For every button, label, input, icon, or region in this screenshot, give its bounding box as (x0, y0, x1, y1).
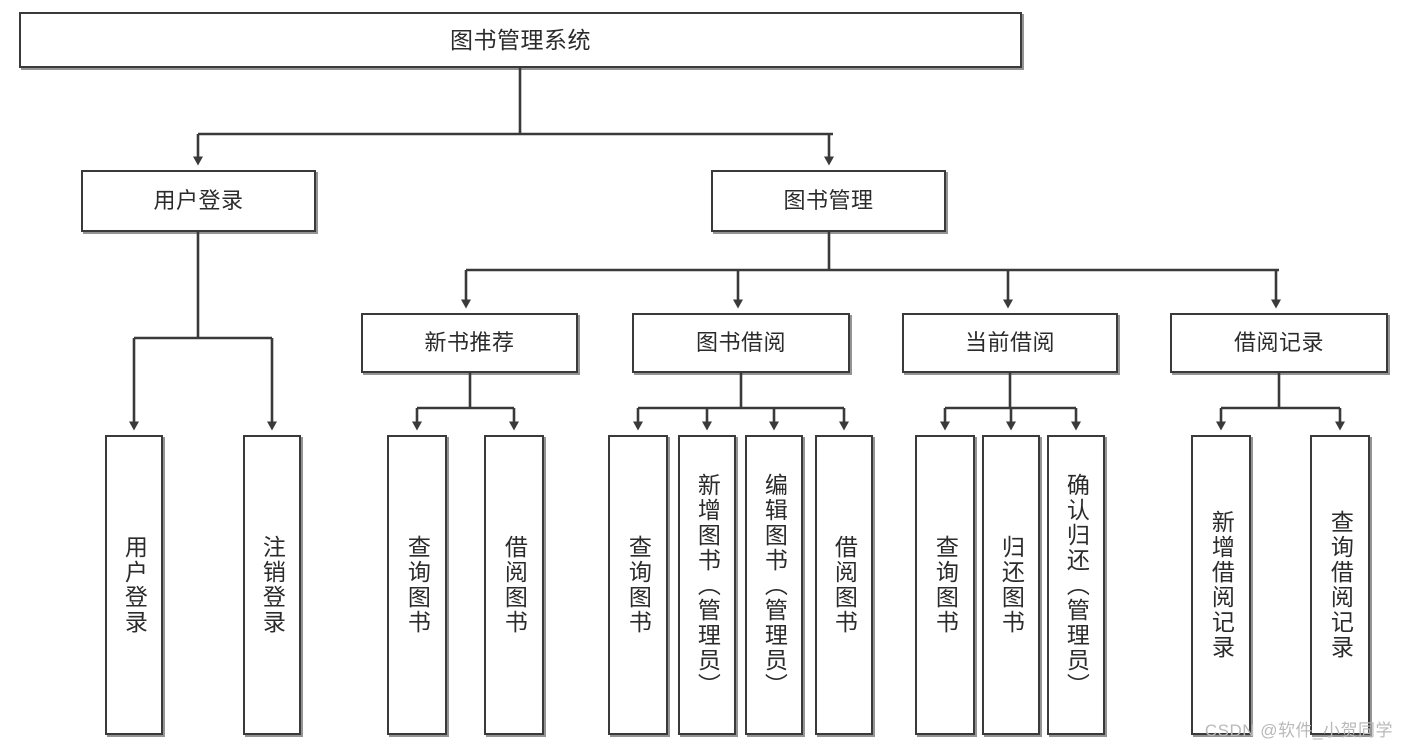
node-level3-new-book-recommend-label: 新书推荐 (424, 330, 515, 356)
node-level2-book-management[interactable]: 图书管理 (711, 170, 946, 232)
leaf-node-add-borrow-record-label: 新增借阅记录 (1208, 510, 1235, 660)
watermark: CSDN @软件_小贺同学 (1204, 721, 1393, 740)
leaf-node-user-login-label: 用户登录 (121, 535, 148, 635)
leaf-node-add-borrow-record[interactable]: 新增借阅记录 (1191, 435, 1251, 735)
node-level3-current-borrow[interactable]: 当前借阅 (902, 313, 1118, 373)
leaf-node-return-book-label: 归还图书 (998, 535, 1025, 635)
leaf-node-add-book-admin-label: 新增图书（管理员） (694, 472, 721, 698)
node-root[interactable]: 图书管理系统 (19, 12, 1022, 68)
leaf-node-add-book-admin[interactable]: 新增图书（管理员） (678, 435, 736, 735)
leaf-node-query-borrow-record-label: 查询借阅记录 (1327, 510, 1354, 660)
leaf-node-logout[interactable]: 注销登录 (243, 435, 301, 735)
node-level3-book-borrow-label: 图书借阅 (695, 330, 786, 356)
leaf-node-borrow-book[interactable]: 借阅图书 (815, 435, 873, 735)
leaf-node-edit-book-admin[interactable]: 编辑图书（管理员） (745, 435, 803, 735)
leaf-node-query-book-recommend[interactable]: 查询图书 (387, 435, 447, 735)
node-level3-borrow-record[interactable]: 借阅记录 (1170, 313, 1388, 373)
leaf-node-return-book[interactable]: 归还图书 (982, 435, 1040, 735)
leaf-node-query-borrow-record[interactable]: 查询借阅记录 (1310, 435, 1370, 735)
node-level2-book-management-label: 图书管理 (783, 188, 874, 214)
leaf-node-logout-label: 注销登录 (259, 535, 286, 635)
leaf-node-query-book-current[interactable]: 查询图书 (915, 435, 975, 735)
node-root-label: 图书管理系统 (450, 26, 591, 53)
leaf-node-query-book-current-label: 查询图书 (932, 535, 959, 635)
leaf-node-edit-book-admin-label: 编辑图书（管理员） (761, 472, 788, 698)
leaf-node-borrow-book-recommend[interactable]: 借阅图书 (484, 435, 544, 735)
leaf-node-borrow-book-recommend-label: 借阅图书 (501, 535, 528, 635)
leaf-node-query-book-recommend-label: 查询图书 (404, 535, 431, 635)
leaf-node-confirm-return-admin-label: 确认归还（管理员） (1063, 472, 1090, 698)
node-level3-new-book-recommend[interactable]: 新书推荐 (361, 313, 578, 373)
node-level2-user-login-label: 用户登录 (153, 188, 244, 214)
leaf-node-query-book-borrow-label: 查询图书 (625, 535, 652, 635)
leaf-node-query-book-borrow[interactable]: 查询图书 (608, 435, 668, 735)
node-level2-user-login[interactable]: 用户登录 (81, 170, 316, 232)
leaf-node-confirm-return-admin[interactable]: 确认归还（管理员） (1047, 435, 1105, 735)
node-level3-book-borrow[interactable]: 图书借阅 (632, 313, 850, 373)
node-level3-borrow-record-label: 借阅记录 (1233, 330, 1324, 356)
leaf-node-user-login[interactable]: 用户登录 (105, 435, 163, 735)
node-level3-current-borrow-label: 当前借阅 (964, 330, 1055, 356)
leaf-node-borrow-book-label: 借阅图书 (831, 535, 858, 635)
